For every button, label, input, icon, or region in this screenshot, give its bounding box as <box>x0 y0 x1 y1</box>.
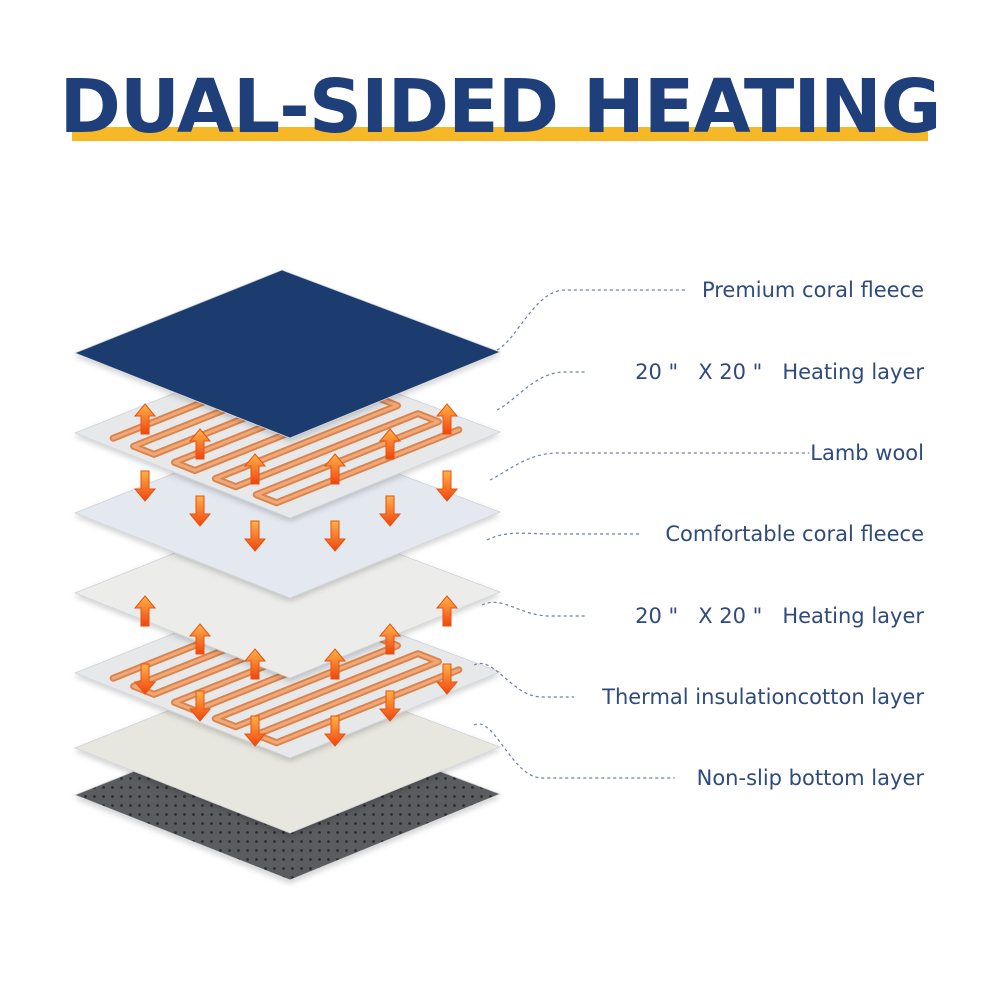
heat-arrow-up-icon <box>188 428 212 460</box>
heat-arrow-up-icon <box>323 453 347 485</box>
layer-label: 20 " X 20 " Heating layer <box>635 604 924 628</box>
layer-label: Premium coral fleece <box>701 278 924 302</box>
heat-arrow-up-icon <box>133 595 157 627</box>
heat-arrow-up-icon <box>323 648 347 680</box>
heat-arrow-up-icon <box>133 403 157 435</box>
heat-arrow-up-icon <box>378 428 402 460</box>
leader-line <box>481 601 586 617</box>
layer-label: 20 " X 20 " Heating layer <box>635 360 924 384</box>
leader-line <box>496 289 686 351</box>
heat-arrow-down-icon <box>188 690 212 722</box>
heat-arrow-up-icon <box>243 453 267 485</box>
layer-label: Thermal insulationcotton layer <box>602 685 924 709</box>
heat-arrow-up-icon <box>435 595 459 627</box>
heat-arrow-down-icon <box>188 495 212 527</box>
layer-sheet <box>73 269 502 439</box>
heat-arrows <box>133 403 459 747</box>
title-underline <box>72 127 928 141</box>
heat-arrow-down-icon <box>378 495 402 527</box>
heat-arrow-down-icon <box>378 690 402 722</box>
heat-arrow-down-icon <box>435 663 459 695</box>
leader-line <box>473 723 675 779</box>
leader-line <box>489 452 810 481</box>
heat-arrow-down-icon <box>435 470 459 502</box>
page-title: DUAL-SIDED HEATING <box>59 64 941 150</box>
heat-arrow-down-icon <box>243 520 267 552</box>
leader-line <box>473 662 574 698</box>
layer-label: Comfortable coral fleece <box>665 522 924 546</box>
layer-label: Non-slip bottom layer <box>696 766 924 790</box>
heat-arrow-down-icon <box>133 663 157 695</box>
layer-label: Lamb wool <box>810 441 924 465</box>
heat-arrow-down-icon <box>133 470 157 502</box>
heat-arrow-up-icon <box>378 623 402 655</box>
heat-arrow-up-icon <box>243 648 267 680</box>
leader-line <box>496 371 586 411</box>
heat-arrow-down-icon <box>323 520 347 552</box>
heat-arrow-down-icon <box>243 715 267 747</box>
leader-line <box>486 532 642 541</box>
heat-arrow-down-icon <box>323 715 347 747</box>
heat-arrow-up-icon <box>188 623 212 655</box>
heat-arrow-up-icon <box>435 403 459 435</box>
